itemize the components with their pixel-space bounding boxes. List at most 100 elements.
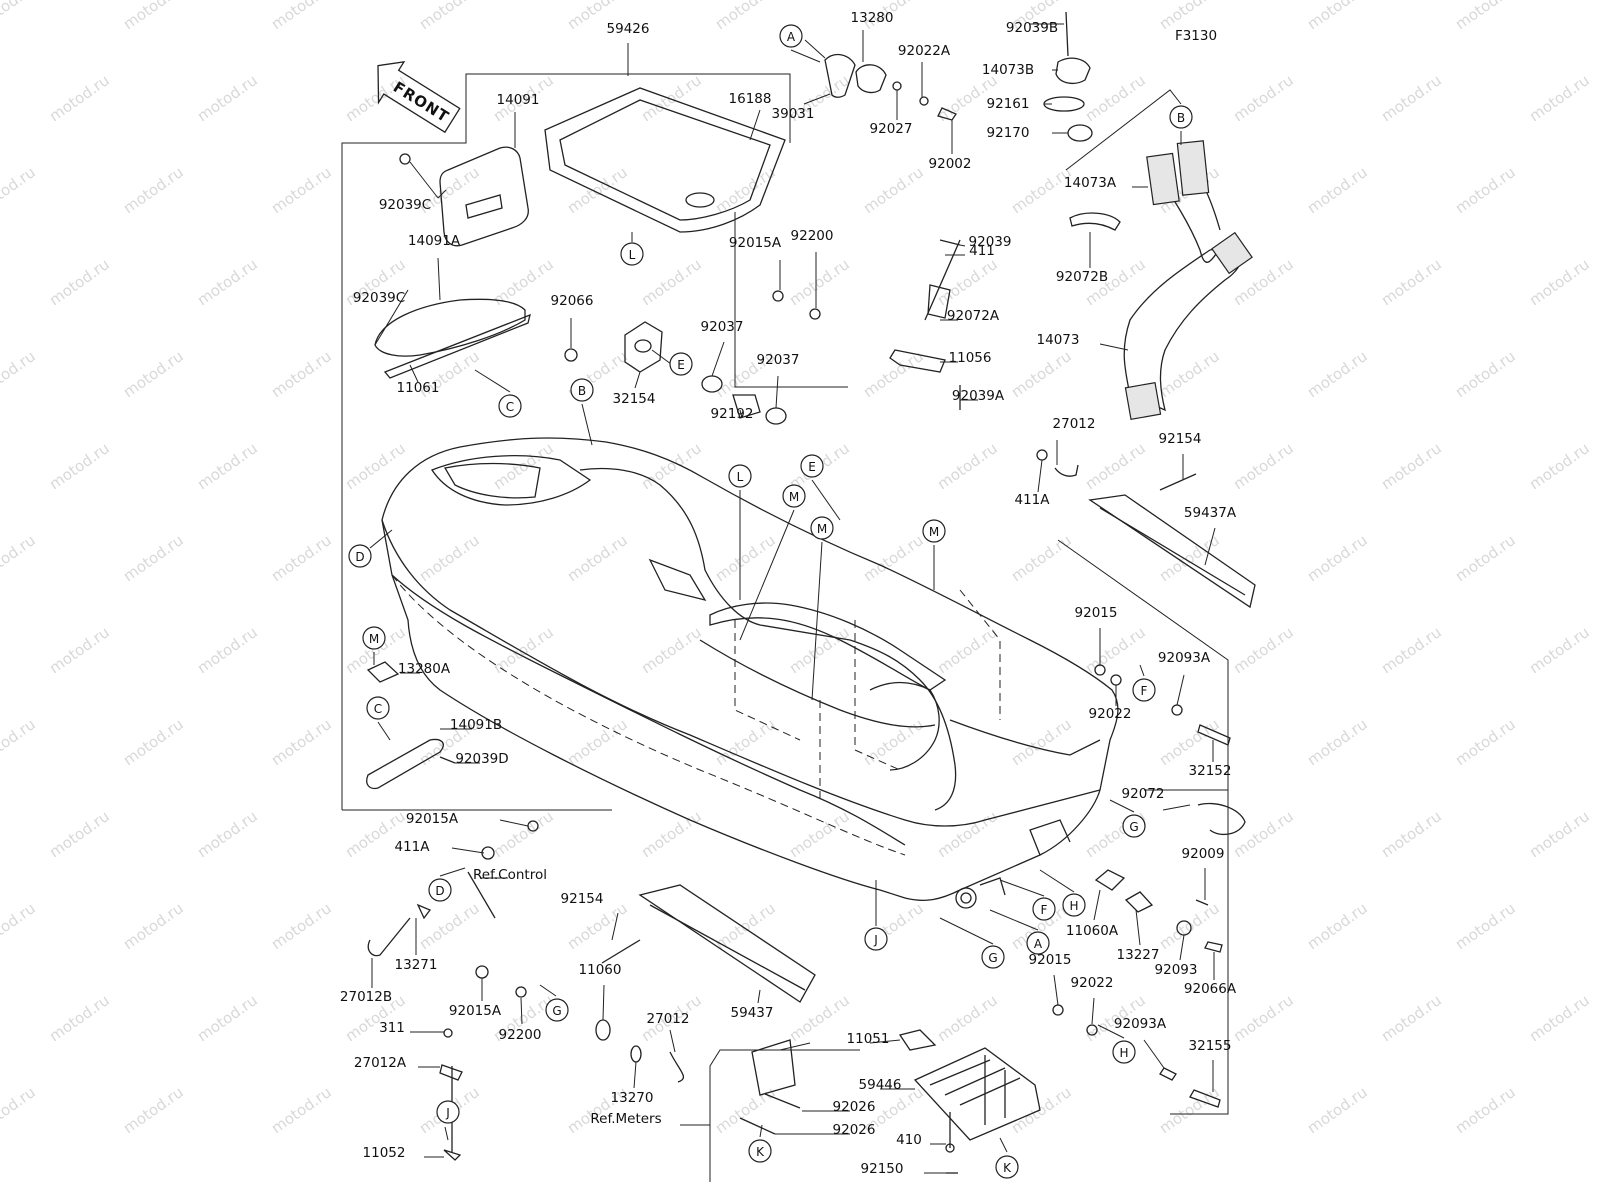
watermark-text: motod.ru [712,531,779,585]
callout-c-mid: C [498,394,522,418]
part-label-14091: 14091 [497,92,540,108]
callout-letter: D [355,550,364,564]
callout-circle [782,484,806,508]
callout-j-bl: J [436,1100,460,1124]
group-outline-lines [341,43,1229,1182]
part-label-92015a-top: 92015A [729,235,782,251]
callout-letter: M [817,522,827,536]
watermark-text: motod.ru [1378,623,1445,677]
watermark-text: motod.ru [1156,347,1223,401]
callout-letter: M [369,632,379,646]
watermark-text: motod.ru [0,347,39,401]
part-label-92022-r: 92022 [1089,706,1132,722]
callout-circle [1062,893,1086,917]
watermark-text: motod.ru [268,531,335,585]
watermark-text: motod.ru [120,0,187,33]
watermark-text: motod.ru [194,991,261,1045]
callout-j-mid: J [864,927,888,951]
part-label-59437: 59437 [731,1005,774,1021]
part-shapes [366,11,1256,1174]
watermark-text: motod.ru [194,255,261,309]
watermark-text: motod.ru [1008,1083,1075,1137]
callout-letter: G [1129,820,1138,834]
watermark-text: motod.ru [490,623,557,677]
part-label-16188: 16188 [729,91,772,107]
watermark-text: motod.ru [46,255,113,309]
part-label-ref-control: Ref.Control [473,867,547,883]
callout-a-top: A [779,24,803,48]
watermark-text: motod.ru [0,715,39,769]
part-label-14073a: 14073A [1064,175,1117,191]
callout-c-left: C [366,696,390,720]
callout-letter: G [552,1004,561,1018]
callout-circle [864,927,888,951]
callout-letter: D [435,884,444,898]
part-label-14073b: 14073B [982,62,1034,78]
callout-letter: M [929,525,939,539]
callout-l-top: L [620,242,644,266]
watermark-text: motod.ru [1452,0,1519,33]
watermark-text: motod.ru [46,439,113,493]
watermark-text: motod.ru [1452,1083,1519,1137]
watermark-text: motod.ru [120,715,187,769]
callout-h-low: H [1062,893,1086,917]
part-label-14091b: 14091B [450,717,502,733]
part-label-92154-top: 92154 [1159,431,1202,447]
watermark-text: motod.ru [1452,899,1519,953]
watermark-text: motod.ru [120,347,187,401]
part-label-92161: 92161 [987,96,1030,112]
watermark-text: motod.ru [1304,347,1371,401]
watermark-text: motod.ru [712,715,779,769]
part-label-13271: 13271 [395,957,438,973]
callout-letter: L [629,248,636,262]
part-label-411a-top: 411A [1014,492,1050,508]
part-label-32155: 32155 [1189,1038,1232,1054]
watermark-text: motod.ru [1304,163,1371,217]
part-label-92026-b: 92026 [833,1122,876,1138]
callout-letter: F [1141,684,1148,698]
callout-letter: A [1034,937,1043,951]
callout-circle [1112,1040,1136,1064]
watermark-text: motod.ru [1008,531,1075,585]
watermark-text: motod.ru [46,991,113,1045]
watermark-text: motod.ru [46,807,113,861]
watermark-text: motod.ru [194,623,261,677]
watermark-text: motod.ru [490,807,557,861]
callout-d-left: D [348,544,372,568]
part-label-92192: 92192 [711,406,754,422]
watermark-text: motod.ru [194,807,261,861]
watermark-text: motod.ru [0,0,39,33]
part-label-11052: 11052 [363,1145,406,1161]
callout-b-top: B [1169,105,1193,129]
watermark-text: motod.ru [416,899,483,953]
callout-circle [728,464,752,488]
callout-circle [1026,931,1050,955]
part-label-11060: 11060 [579,962,622,978]
watermark-text: motod.ru [268,899,335,953]
part-label-92039a: 92039A [952,388,1005,404]
watermark-text: motod.ru [934,439,1001,493]
callout-f-low: F [1032,897,1056,921]
watermark-text: motod.ru [1230,991,1297,1045]
part-label-92026-a: 92026 [833,1099,876,1115]
callout-m-c: M [922,519,946,543]
callout-e-mid: E [669,352,693,376]
callout-letter: K [1003,1161,1012,1175]
part-label-11060a: 11060A [1066,923,1119,939]
callout-circle [348,544,372,568]
part-label-92015-low: 92015 [1029,952,1072,968]
part-label-92039: 92039 [969,234,1012,250]
part-label-92066a: 92066A [1184,981,1237,997]
watermark-text: motod.ru [194,439,261,493]
part-label-411a-low: 411A [394,839,430,855]
callout-f-right: F [1132,678,1156,702]
part-label-92015a-b: 92015A [449,1003,502,1019]
part-label-92002: 92002 [929,156,972,172]
watermark-text: motod.ru [638,623,705,677]
callout-letter: G [988,951,997,965]
watermark-text: motod.ru [194,71,261,125]
watermark-text: motod.ru [1008,347,1075,401]
part-label-59446: 59446 [859,1077,902,1093]
watermark-text: motod.ru [416,0,483,33]
